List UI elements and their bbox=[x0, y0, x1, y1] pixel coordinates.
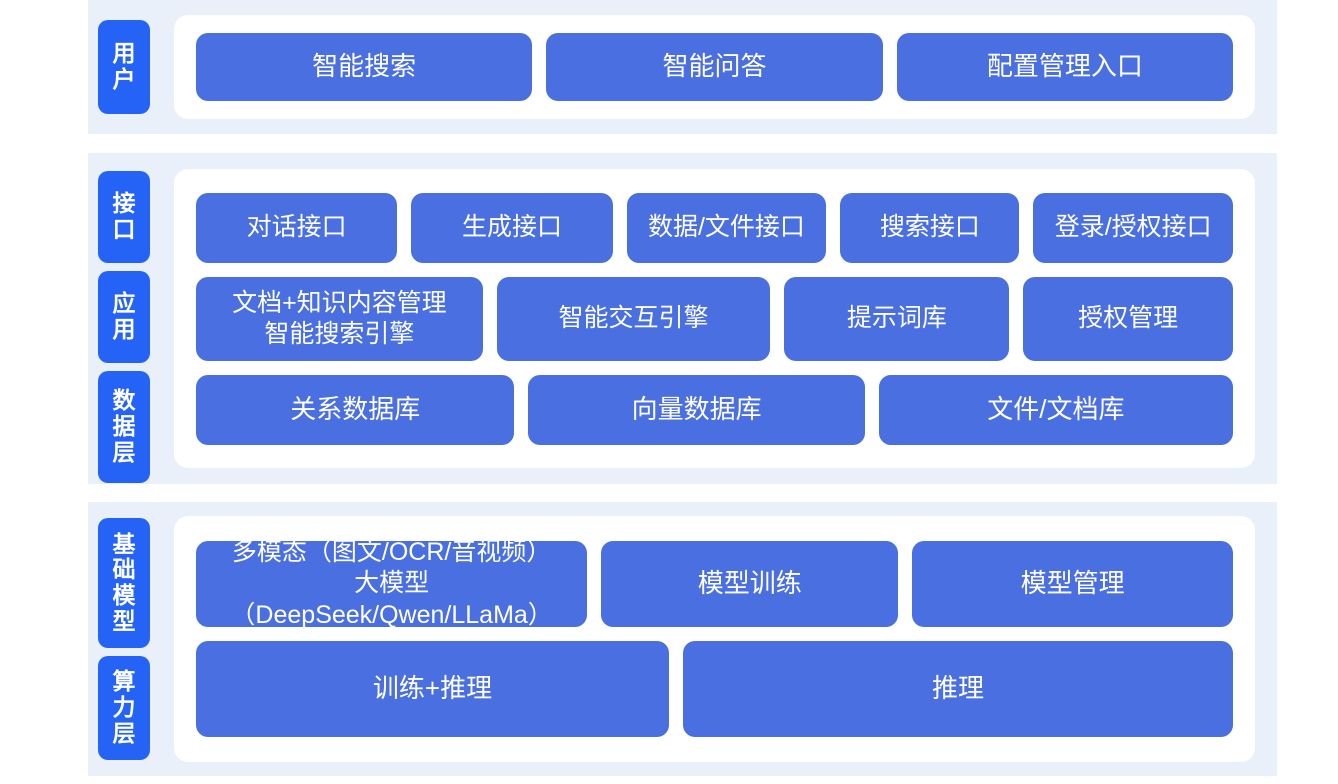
box-model-management[interactable]: 模型管理 bbox=[912, 541, 1233, 627]
row-user-entries: 智能搜索 智能问答 配置管理入口 bbox=[196, 33, 1233, 101]
box-prompt-library[interactable]: 提示词库 bbox=[784, 276, 1010, 361]
box-doc-knowledge-search[interactable]: 文档+知识内容管理 智能搜索引擎 bbox=[196, 276, 483, 361]
box-data-file-api[interactable]: 数据/文件接口 bbox=[626, 192, 827, 263]
row-foundation-model: 多模态（图文/OCR/音视频） 大模型（DeepSeek/Qwen/LLaMa）… bbox=[196, 538, 1233, 629]
box-train-and-infer[interactable]: 训练+推理 bbox=[196, 641, 669, 737]
box-file-document-store[interactable]: 文件/文档库 bbox=[878, 374, 1233, 445]
row-data-layer: 关系数据库 向量数据库 文件/文档库 bbox=[196, 374, 1233, 445]
row-interface: 对话接口 生成接口 数据/文件接口 搜索接口 登录/授权接口 bbox=[196, 192, 1233, 263]
layer-label-foundation-model[interactable]: 基础模型 bbox=[98, 518, 150, 648]
section-platform-label-column: 接口 应用 数据层 bbox=[88, 153, 160, 484]
layer-label-application[interactable]: 应用 bbox=[98, 271, 150, 363]
row-compute-layer: 训练+推理 推理 bbox=[196, 641, 1233, 737]
section-infrastructure-label-column: 基础模型 算力层 bbox=[88, 502, 160, 776]
section-users-label-column: 用户 bbox=[88, 0, 160, 134]
section-users: 用户 智能搜索 智能问答 配置管理入口 bbox=[88, 0, 1277, 134]
layer-label-interface-text: 接口 bbox=[112, 190, 136, 242]
section-infrastructure-panel: 多模态（图文/OCR/音视频） 大模型（DeepSeek/Qwen/LLaMa）… bbox=[174, 516, 1255, 762]
row-application: 文档+知识内容管理 智能搜索引擎 智能交互引擎 提示词库 授权管理 bbox=[196, 276, 1233, 361]
box-generation-api[interactable]: 生成接口 bbox=[411, 192, 613, 263]
layer-label-data-text: 数据层 bbox=[112, 387, 136, 465]
layer-label-interface[interactable]: 接口 bbox=[98, 171, 150, 263]
box-smart-search[interactable]: 智能搜索 bbox=[196, 33, 533, 101]
layer-label-application-text: 应用 bbox=[112, 290, 136, 342]
layer-label-users-text: 用户 bbox=[112, 40, 136, 92]
box-model-training[interactable]: 模型训练 bbox=[601, 541, 899, 627]
box-authorization-management[interactable]: 授权管理 bbox=[1023, 276, 1233, 361]
section-users-panel: 智能搜索 智能问答 配置管理入口 bbox=[174, 15, 1255, 119]
section-infrastructure: 基础模型 算力层 多模态（图文/OCR/音视频） 大模型（DeepSeek/Qw… bbox=[88, 502, 1277, 776]
box-login-auth-api[interactable]: 登录/授权接口 bbox=[1033, 192, 1233, 263]
box-multimodal-llm[interactable]: 多模态（图文/OCR/音视频） 大模型（DeepSeek/Qwen/LLaMa） bbox=[196, 538, 588, 629]
box-smart-qa[interactable]: 智能问答 bbox=[546, 33, 883, 101]
layer-label-compute[interactable]: 算力层 bbox=[98, 656, 150, 760]
box-config-management-entry[interactable]: 配置管理入口 bbox=[896, 33, 1233, 101]
layer-label-data[interactable]: 数据层 bbox=[98, 371, 150, 483]
box-inference[interactable]: 推理 bbox=[683, 641, 1233, 737]
box-vector-database[interactable]: 向量数据库 bbox=[528, 374, 865, 445]
layer-label-foundation-model-text: 基础模型 bbox=[112, 530, 136, 634]
layer-label-users[interactable]: 用户 bbox=[98, 20, 150, 114]
layer-label-compute-text: 算力层 bbox=[112, 668, 136, 746]
section-platform: 接口 应用 数据层 对话接口 生成接口 数据/文件接口 搜索接口 登录/授权接口… bbox=[88, 153, 1277, 484]
box-smart-interaction-engine[interactable]: 智能交互引擎 bbox=[496, 276, 771, 361]
section-platform-panel: 对话接口 生成接口 数据/文件接口 搜索接口 登录/授权接口 文档+知识内容管理… bbox=[174, 169, 1255, 468]
box-relational-database[interactable]: 关系数据库 bbox=[196, 374, 515, 445]
box-search-api[interactable]: 搜索接口 bbox=[840, 192, 1020, 263]
box-dialog-api[interactable]: 对话接口 bbox=[196, 192, 398, 263]
